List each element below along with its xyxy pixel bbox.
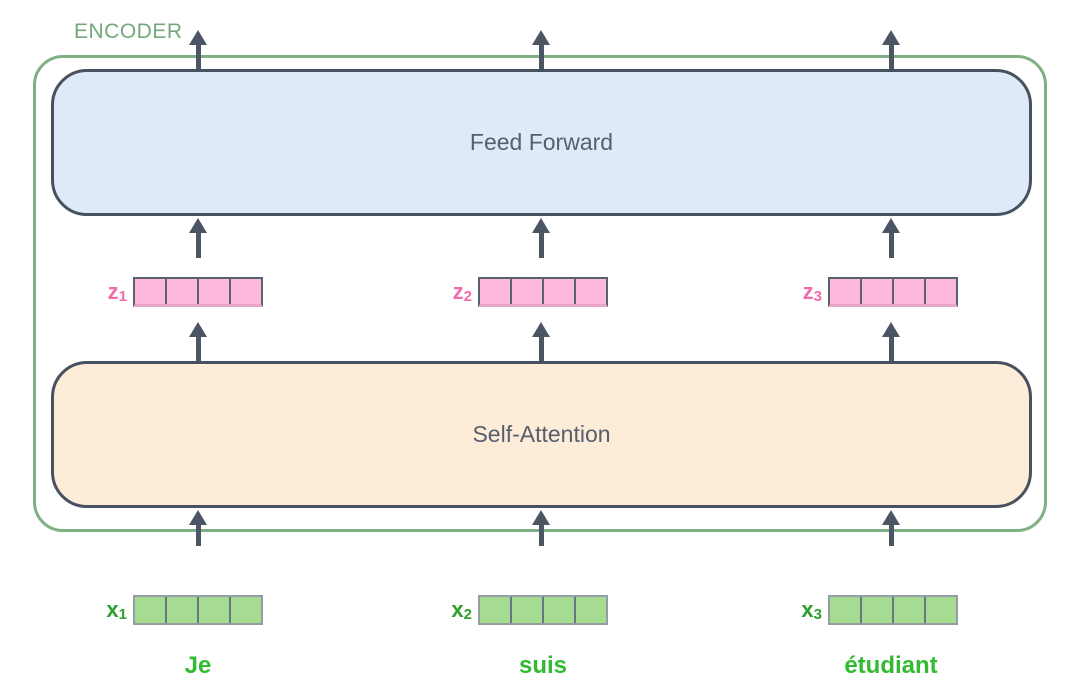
arrow-head [189, 322, 207, 337]
input-token-je: Je [184, 652, 212, 679]
z2-vector: z2 [439, 277, 608, 307]
z1-vector: z1 [94, 277, 263, 307]
up-arrow-icon [531, 510, 551, 546]
vector-cell [544, 279, 576, 304]
arrow-head [532, 510, 550, 525]
arrow-head [189, 30, 207, 45]
vector-cell [135, 597, 167, 623]
z2-cells [478, 277, 608, 307]
vector-cell [576, 279, 606, 304]
arrow-stem [888, 233, 894, 258]
vector-cell [544, 597, 576, 623]
encoder-caption: ENCODER [74, 20, 183, 43]
up-arrow-icon [188, 322, 208, 362]
arrow-head [532, 218, 550, 233]
arrow-stem [538, 45, 544, 72]
x3-label: x3 [801, 597, 822, 623]
input-token-etudiant: étudiant [844, 652, 938, 679]
up-arrow-icon [881, 322, 901, 362]
arrow-head [882, 322, 900, 337]
arrow-stem [538, 233, 544, 258]
vector-cell [167, 597, 199, 623]
arrow-stem [538, 337, 544, 362]
vector-cell [926, 279, 956, 304]
x1-vector: x1 [94, 595, 263, 625]
vector-cell [512, 279, 544, 304]
up-arrow-icon [881, 510, 901, 546]
arrow-stem [195, 45, 201, 72]
x1-label: x1 [106, 597, 127, 623]
x3-vector: x3 [789, 595, 958, 625]
arrow-stem [888, 45, 894, 72]
vector-cell [167, 279, 199, 304]
arrow-stem [888, 525, 894, 546]
z1-cells [133, 277, 263, 307]
arrow-head [189, 218, 207, 233]
z1-label: z1 [107, 279, 127, 305]
feed-forward-block: Feed Forward [51, 69, 1032, 216]
vector-cell [231, 597, 261, 623]
arrow-stem [538, 525, 544, 546]
x2-cells [478, 595, 608, 625]
vector-cell [926, 597, 956, 623]
up-arrow-icon [188, 30, 208, 72]
up-arrow-icon [188, 218, 208, 258]
up-arrow-icon [531, 322, 551, 362]
self-attention-label: Self-Attention [472, 421, 611, 447]
vector-cell [862, 279, 894, 304]
x3-cells [828, 595, 958, 625]
z3-label: z3 [802, 279, 822, 305]
arrow-head [882, 218, 900, 233]
vector-cell [135, 279, 167, 304]
feed-forward-label: Feed Forward [469, 129, 614, 155]
up-arrow-icon [531, 30, 551, 72]
up-arrow-icon [188, 510, 208, 546]
vector-cell [480, 279, 512, 304]
arrow-head [532, 322, 550, 337]
arrow-stem [888, 337, 894, 362]
vector-cell [894, 279, 926, 304]
vector-cell [862, 597, 894, 623]
vector-cell [830, 279, 862, 304]
vector-cell [231, 279, 261, 304]
arrow-head [882, 510, 900, 525]
arrow-head [882, 30, 900, 45]
vector-cell [576, 597, 606, 623]
arrow-stem [195, 233, 201, 258]
up-arrow-icon [531, 218, 551, 258]
vector-cell [894, 597, 926, 623]
up-arrow-icon [881, 218, 901, 258]
arrow-stem [195, 337, 201, 362]
arrow-head [189, 510, 207, 525]
up-arrow-icon [881, 30, 901, 72]
vector-cell [830, 597, 862, 623]
vector-cell [480, 597, 512, 623]
z3-cells [828, 277, 958, 307]
input-token-suis: suis [518, 652, 568, 679]
x2-vector: x2 [439, 595, 608, 625]
x2-label: x2 [451, 597, 472, 623]
arrow-head [532, 30, 550, 45]
z3-vector: z3 [789, 277, 958, 307]
vector-cell [199, 279, 231, 304]
vector-cell [199, 597, 231, 623]
self-attention-block: Self-Attention [51, 361, 1032, 508]
vector-cell [512, 597, 544, 623]
x1-cells [133, 595, 263, 625]
arrow-stem [195, 525, 201, 546]
z2-label: z2 [452, 279, 472, 305]
